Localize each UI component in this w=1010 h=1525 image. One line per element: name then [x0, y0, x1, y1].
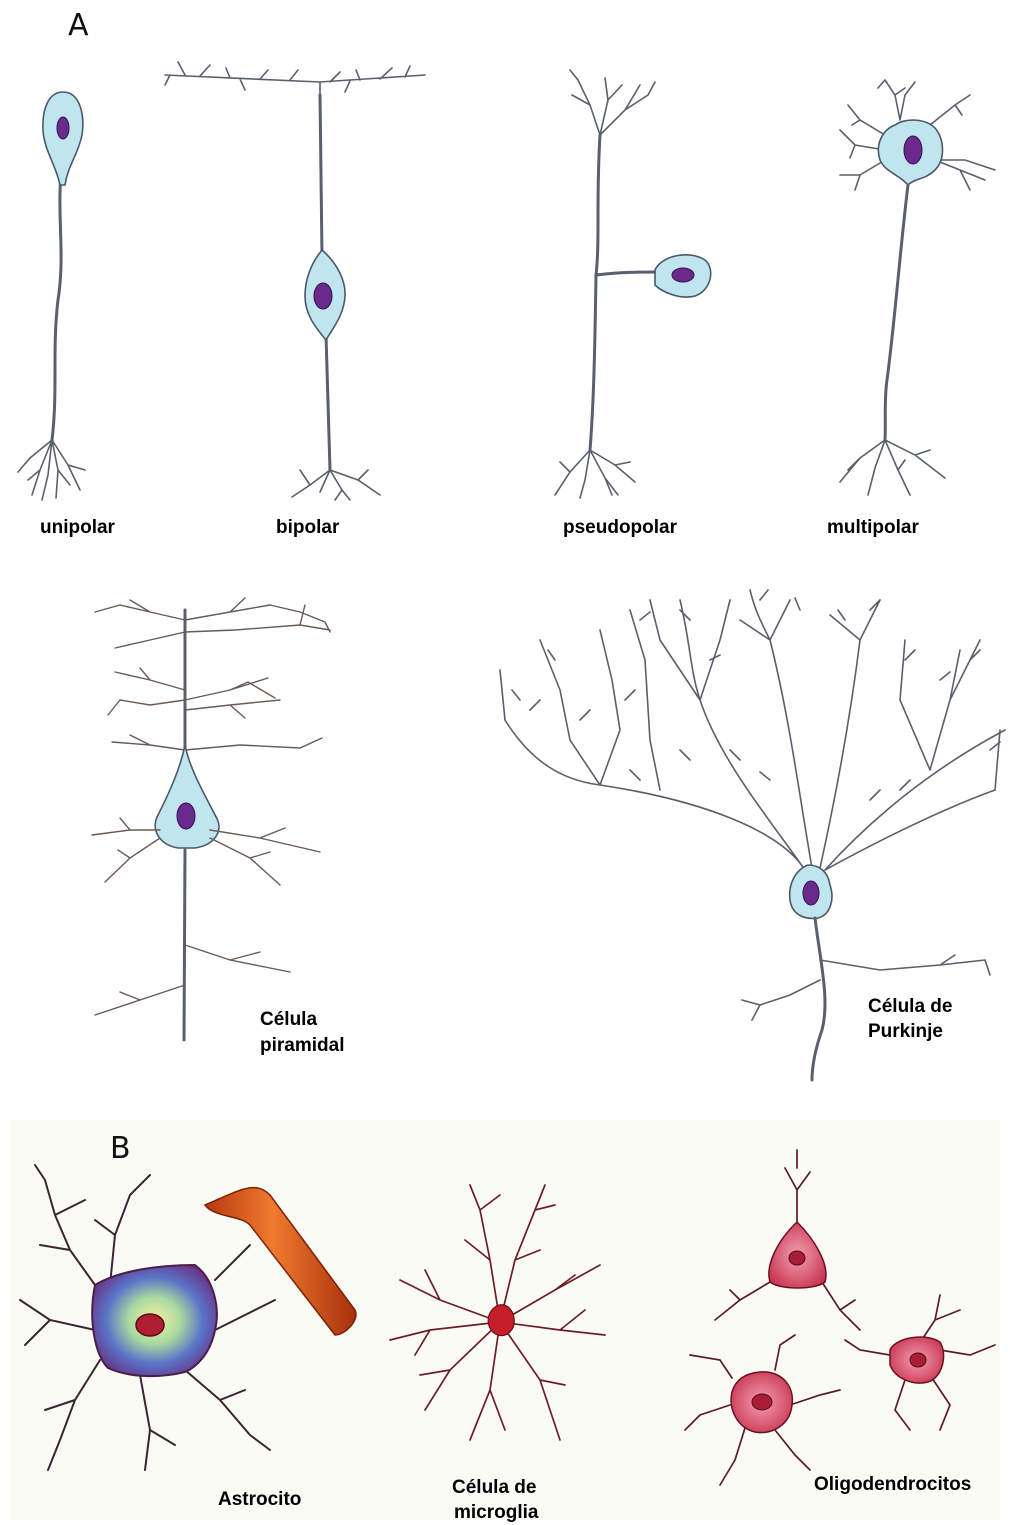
multipolar-nucleus — [904, 136, 922, 164]
astrocyte-nucleus — [136, 1314, 164, 1336]
label-microglia-2: microglia — [454, 1502, 539, 1523]
unipolar-nucleus — [57, 117, 69, 139]
pyramidal-soma — [155, 745, 219, 848]
pseudopolar-neuron — [555, 70, 711, 498]
pyramidal-nucleus — [177, 803, 195, 829]
unipolar-neuron — [18, 92, 85, 500]
purkinje-nucleus — [803, 881, 819, 905]
label-astrocito: Astrocito — [218, 1489, 301, 1510]
bipolar-nucleus — [314, 283, 332, 309]
label-microglia-1: Célula de — [452, 1477, 536, 1498]
pyramidal-neuron — [92, 598, 330, 1040]
label-purkinje-2: Purkinje — [868, 1021, 943, 1042]
label-pseudopolar: pseudopolar — [563, 517, 678, 538]
label-bipolar: bipolar — [276, 517, 340, 538]
panel-a-letter: A — [68, 8, 89, 43]
microglia-body — [488, 1305, 514, 1336]
label-oligodendrocitos: Oligodendrocitos — [814, 1474, 971, 1495]
label-purkinje-1: Célula de — [868, 996, 952, 1017]
label-unipolar: unipolar — [40, 517, 116, 538]
label-multipolar: multipolar — [827, 517, 919, 538]
pseudopolar-nucleus — [672, 268, 694, 282]
label-piramidal-2: piramidal — [260, 1035, 344, 1056]
multipolar-neuron — [840, 80, 995, 495]
bipolar-neuron — [165, 62, 425, 500]
label-piramidal-1: Célula — [260, 1009, 317, 1030]
panel-b-letter: B — [110, 1131, 131, 1166]
